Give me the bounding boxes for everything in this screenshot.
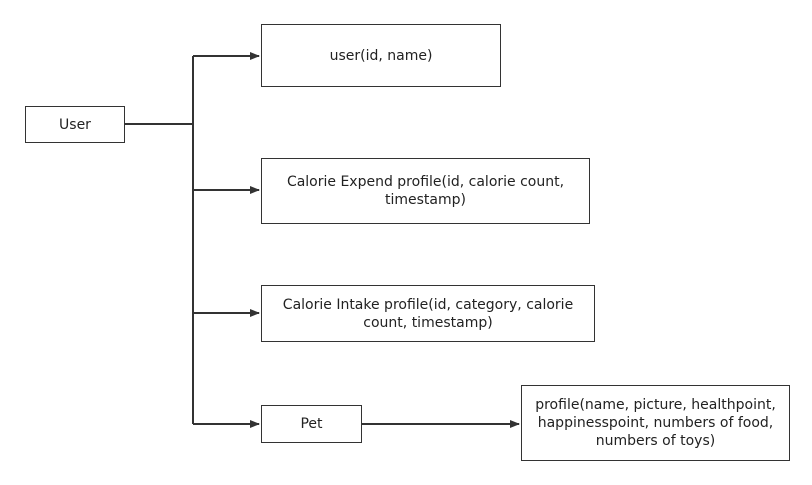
calorie-intake-node[interactable]: Calorie Intake profile(id, category, cal… xyxy=(261,285,595,342)
user-node-label: User xyxy=(59,116,91,133)
calorie-intake-node-label: Calorie Intake profile(id, category, cal… xyxy=(282,296,574,331)
user-node[interactable]: User xyxy=(25,106,125,143)
pet-profile-node[interactable]: profile(name, picture, healthpoint, happ… xyxy=(521,385,790,461)
pet-node[interactable]: Pet xyxy=(261,405,362,443)
user-info-node-label: user(id, name) xyxy=(329,47,433,64)
pet-profile-node-label: profile(name, picture, healthpoint, happ… xyxy=(535,397,776,449)
user-info-node[interactable]: user(id, name) xyxy=(261,24,501,87)
calorie-expend-node[interactable]: Calorie Expend profile(id, calorie count… xyxy=(261,158,590,224)
pet-node-label: Pet xyxy=(300,416,323,432)
calorie-expend-node-label: Calorie Expend profile(id, calorie count… xyxy=(286,174,565,208)
